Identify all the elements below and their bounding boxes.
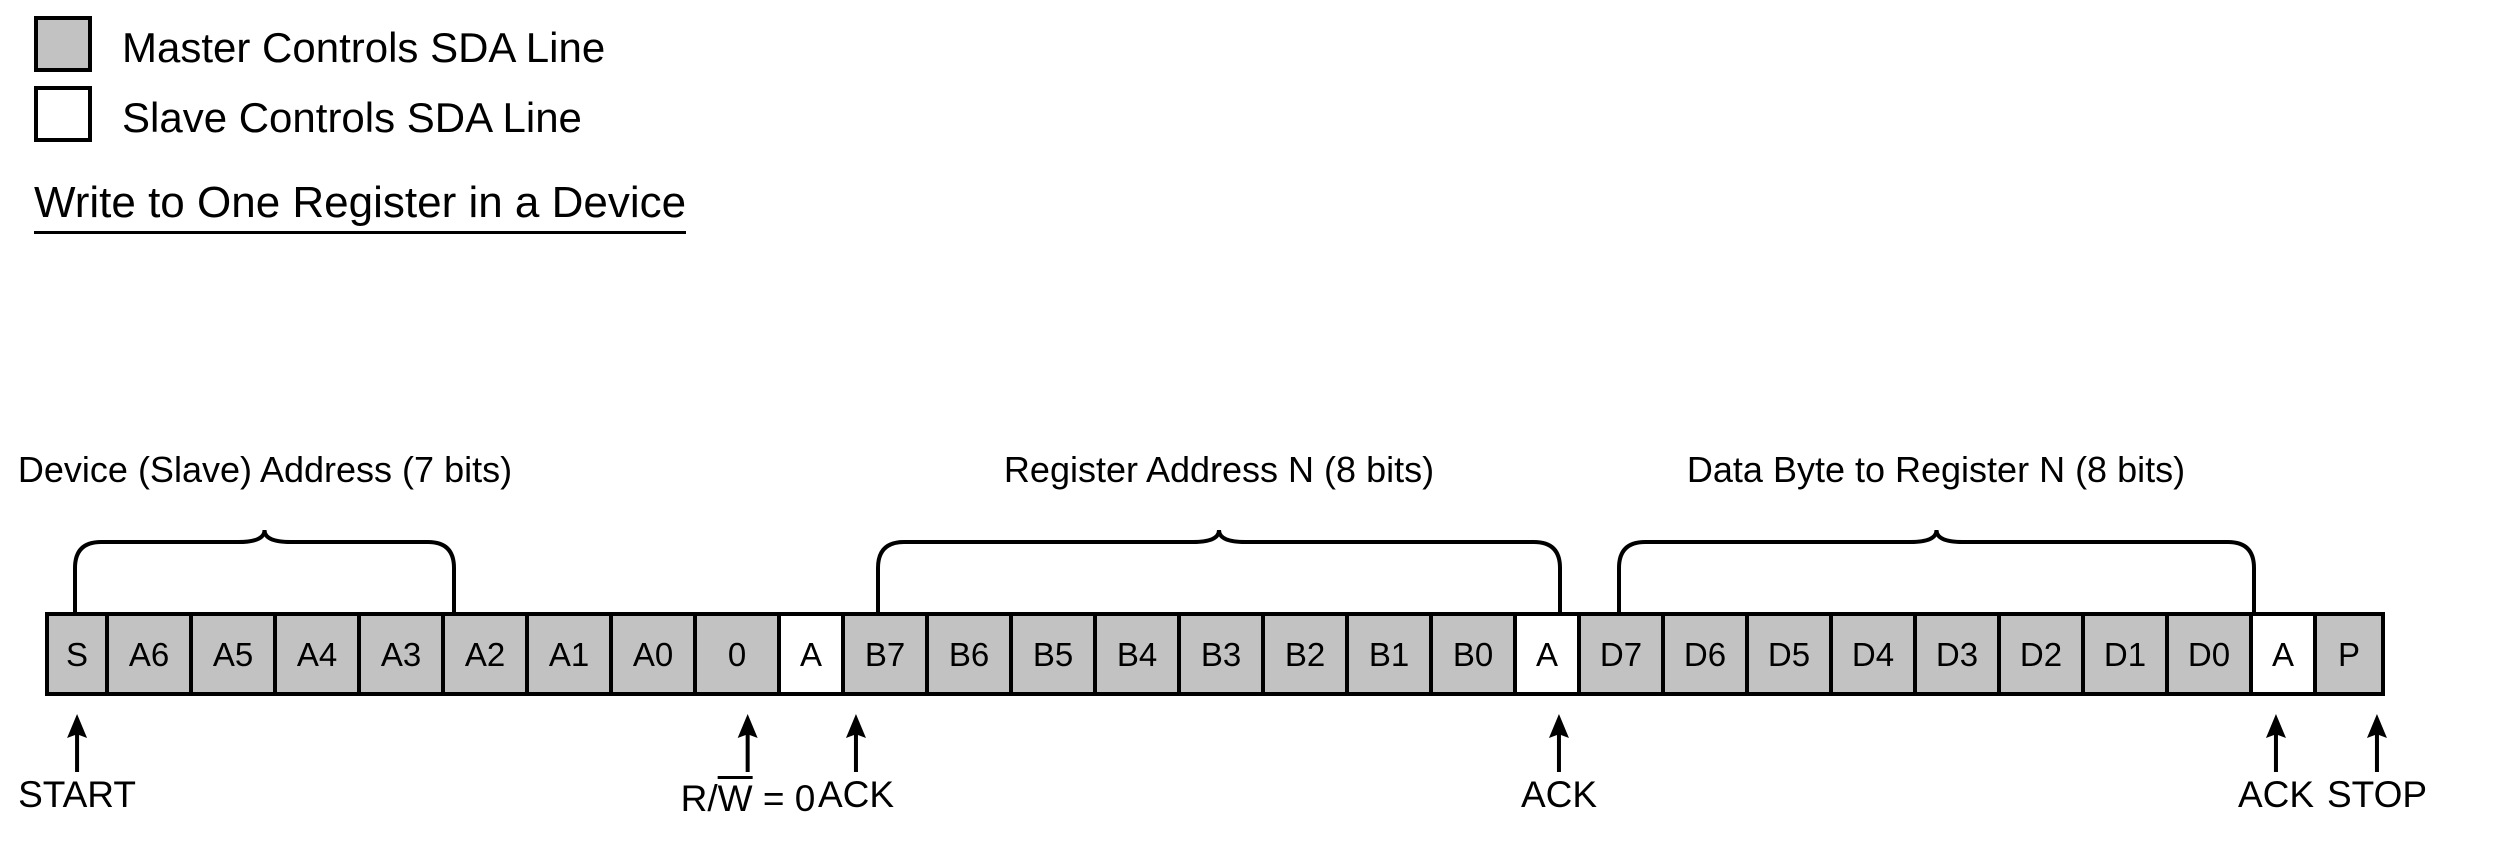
frame-cell-b2-15: B2 bbox=[1265, 616, 1349, 692]
frame-cell-label: S bbox=[65, 635, 88, 673]
annotation-stop-5: STOP bbox=[2327, 714, 2427, 813]
legend-swatch-slave bbox=[34, 86, 92, 142]
frame-cell-label: D1 bbox=[2103, 635, 2147, 673]
frame-cell-a0-7: A0 bbox=[613, 616, 697, 692]
frame-cell-a5-2: A5 bbox=[193, 616, 277, 692]
arrow-up-icon bbox=[64, 714, 90, 772]
annotation-label: START bbox=[18, 774, 136, 815]
group-label-0: Device (Slave) Address (7 bits) bbox=[17, 449, 513, 490]
annotation-label: ACK bbox=[2237, 774, 2315, 815]
frame-cell-label: A bbox=[1535, 635, 1558, 673]
frame-cell-label: B0 bbox=[1452, 635, 1494, 673]
frame-cell-label: B1 bbox=[1368, 635, 1410, 673]
frame-cell-d6-20: D6 bbox=[1665, 616, 1749, 692]
frame-cell-b6-11: B6 bbox=[929, 616, 1013, 692]
frame-cell-label: D7 bbox=[1599, 635, 1643, 673]
annotation-ack-2: ACK bbox=[818, 714, 894, 813]
legend-swatch-master bbox=[34, 16, 92, 72]
frame-cell-b5-12: B5 bbox=[1013, 616, 1097, 692]
frame-cell-label: A bbox=[2271, 635, 2294, 673]
frame-cell-p-28: P bbox=[2317, 616, 2381, 692]
frame-cell-label: P bbox=[2337, 635, 2360, 673]
frame-cell-label: D5 bbox=[1767, 635, 1811, 673]
frame-cell-label: A3 bbox=[380, 635, 422, 673]
frame-cell-label: B3 bbox=[1200, 635, 1242, 673]
diagram-title: Write to One Register in a Device bbox=[34, 181, 687, 234]
legend: Master Controls SDA Line Slave Controls … bbox=[0, 0, 2500, 160]
i2c-frame-strip: S A6 A5 A4 A3 A2 A1 A0 0 A B7 B6 B5 B4 B3 B2 B1 B0 A D7 D6 D5… bbox=[45, 612, 2385, 696]
annotation-ack-3: ACK bbox=[1521, 714, 1597, 813]
frame-cell-d1-25: D1 bbox=[2085, 616, 2169, 692]
group-label-2: Data Byte to Register N (8 bits) bbox=[1686, 449, 2186, 490]
frame-cell-b3-14: B3 bbox=[1181, 616, 1265, 692]
annotation-label: ACK bbox=[1520, 774, 1598, 815]
frame-cell-label: D2 bbox=[2019, 635, 2063, 673]
annotation-label: STOP bbox=[2326, 774, 2428, 815]
frame-cell-b7-10: B7 bbox=[845, 616, 929, 692]
frame-cell-d7-19: D7 bbox=[1581, 616, 1665, 692]
annotation-rw0-1: R/W = 0 bbox=[680, 714, 816, 819]
frame-cell-label: A4 bbox=[296, 635, 338, 673]
frame-cell-label: A1 bbox=[548, 635, 590, 673]
frame-cell-a6-1: A6 bbox=[109, 616, 193, 692]
frame-cell-label: 0 bbox=[727, 635, 747, 673]
arrow-up-icon bbox=[735, 714, 761, 772]
frame-cell-label: A6 bbox=[128, 635, 170, 673]
frame-cell-b0-17: B0 bbox=[1433, 616, 1517, 692]
frame-cell-label: A0 bbox=[632, 635, 674, 673]
overline-segment: W bbox=[717, 776, 753, 819]
annotation-label: ACK bbox=[817, 774, 895, 815]
legend-label-master: Master Controls SDA Line bbox=[122, 24, 606, 71]
frame-cell-label: D4 bbox=[1851, 635, 1895, 673]
group-brace-2 bbox=[1617, 528, 2256, 614]
arrow-up-icon bbox=[843, 714, 869, 772]
group-label-1: Register Address N (8 bits) bbox=[1003, 449, 1435, 490]
frame-cell-label: B4 bbox=[1116, 635, 1158, 673]
arrow-up-icon bbox=[2364, 714, 2390, 772]
arrow-up-icon bbox=[1546, 714, 1572, 772]
frame-cell-a-27: A bbox=[2253, 616, 2317, 692]
frame-cell-d2-24: D2 bbox=[2001, 616, 2085, 692]
frame-cell-0-8: 0 bbox=[697, 616, 781, 692]
frame-cell-d4-22: D4 bbox=[1833, 616, 1917, 692]
annotation-ack-4: ACK bbox=[2238, 714, 2314, 813]
frame-cell-s-0: S bbox=[49, 616, 109, 692]
frame-cell-b4-13: B4 bbox=[1097, 616, 1181, 692]
frame-cell-a2-5: A2 bbox=[445, 616, 529, 692]
frame-cell-label: D3 bbox=[1935, 635, 1979, 673]
frame-cell-a-9: A bbox=[781, 616, 845, 692]
frame-cell-a-18: A bbox=[1517, 616, 1581, 692]
annotation-label: R/W = 0 bbox=[680, 776, 816, 819]
frame-cell-label: A2 bbox=[464, 635, 506, 673]
frame-cell-label: A5 bbox=[212, 635, 254, 673]
frame-cell-a4-3: A4 bbox=[277, 616, 361, 692]
frame-cell-b1-16: B1 bbox=[1349, 616, 1433, 692]
group-brace-1 bbox=[876, 528, 1562, 614]
frame-cell-label: B2 bbox=[1284, 635, 1326, 673]
frame-cell-d3-23: D3 bbox=[1917, 616, 2001, 692]
frame-cell-label: D6 bbox=[1683, 635, 1727, 673]
frame-cell-label: D0 bbox=[2187, 635, 2231, 673]
annotation-start-0: START bbox=[18, 714, 136, 813]
frame-cell-label: A bbox=[799, 635, 822, 673]
frame-cell-d5-21: D5 bbox=[1749, 616, 1833, 692]
frame-cell-label: B6 bbox=[948, 635, 990, 673]
frame-cell-label: B7 bbox=[864, 635, 906, 673]
arrow-up-icon bbox=[2263, 714, 2289, 772]
frame-cell-label: B5 bbox=[1032, 635, 1074, 673]
group-brace-0 bbox=[73, 528, 456, 614]
frame-cell-a3-4: A3 bbox=[361, 616, 445, 692]
legend-label-slave: Slave Controls SDA Line bbox=[122, 94, 582, 141]
frame-cell-d0-26: D0 bbox=[2169, 616, 2253, 692]
frame-cell-a1-6: A1 bbox=[529, 616, 613, 692]
